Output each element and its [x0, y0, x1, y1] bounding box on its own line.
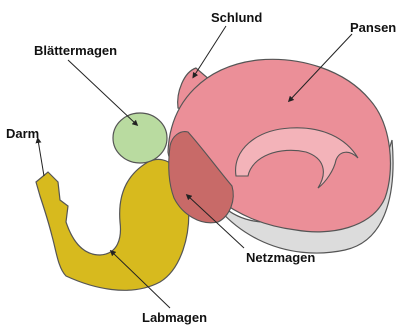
label-netzmagen: Netzmagen: [246, 250, 315, 265]
labmagen-shape: [36, 159, 189, 290]
leader-schlund: [194, 26, 226, 76]
label-darm: Darm: [6, 126, 39, 141]
leader-darm: [38, 140, 44, 176]
label-schlund: Schlund: [211, 10, 262, 25]
label-pansen: Pansen: [350, 20, 396, 35]
label-blaettermagen: Blättermagen: [34, 43, 117, 58]
blaettermagen-shape: [113, 113, 167, 163]
label-labmagen: Labmagen: [142, 310, 207, 325]
leader-blaettermagen: [68, 60, 136, 124]
